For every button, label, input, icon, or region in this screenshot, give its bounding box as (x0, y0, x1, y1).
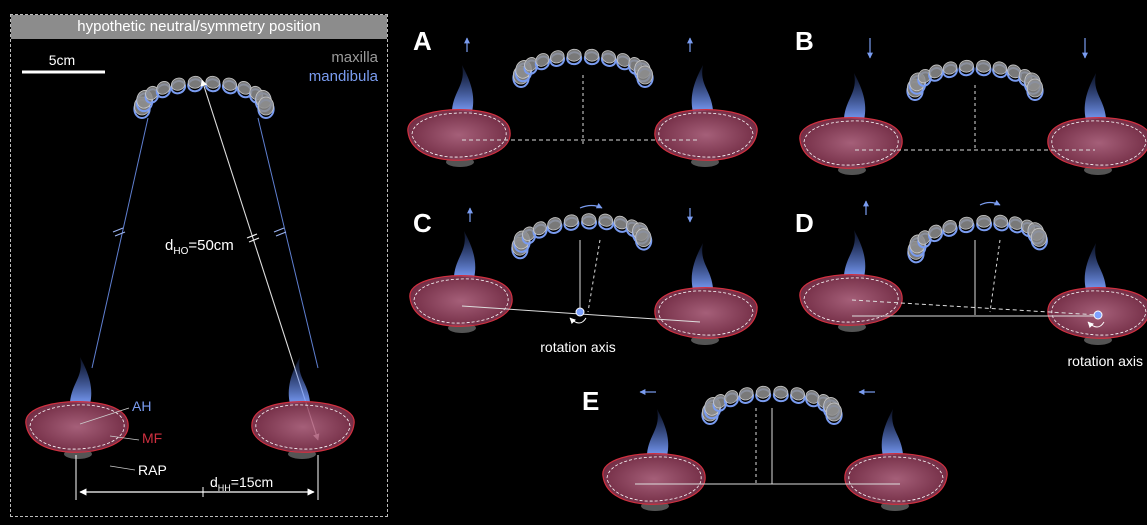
dental-arch-d (905, 208, 1048, 263)
articular-head (692, 243, 713, 290)
mandibular-fossa (655, 110, 757, 161)
articular-head (1085, 73, 1106, 120)
maxillary-tooth (566, 48, 582, 62)
label-mf: MF (142, 430, 162, 446)
mandibular-fossa (1048, 118, 1147, 169)
articular-head (1085, 243, 1106, 290)
panel-letter-c: C (413, 208, 432, 238)
panel-letter-e: E (582, 386, 599, 416)
maxillary-tooth (637, 66, 652, 84)
articular-head (289, 357, 310, 404)
connector-line-right (258, 118, 318, 368)
mandibular-fossa (26, 402, 128, 453)
mandibular-fossa (603, 454, 705, 505)
mandibular-fossa-right (252, 357, 354, 459)
maxillary-tooth (977, 215, 991, 227)
scale-bar: 5cm (22, 52, 105, 72)
connector-line-left (92, 118, 148, 368)
legend-maxilla: maxilla (331, 49, 378, 66)
maxillary-tooth (258, 97, 273, 115)
maxillary-tooth (187, 75, 203, 89)
articular-head (882, 409, 903, 456)
mandibular-fossa (655, 288, 757, 339)
label-ah: AH (132, 398, 151, 414)
mandibular-fossa (800, 275, 902, 326)
distance-hh-label: dHH=15cm (210, 474, 273, 493)
maxillary-tooth (826, 403, 841, 421)
maxillary-tooth (959, 59, 975, 73)
mandibular-fossa-left (26, 357, 128, 459)
articular-head (647, 409, 668, 456)
maxillary-tooth (1027, 79, 1042, 97)
mandibular-fossa (408, 110, 510, 161)
articular-head (844, 230, 865, 277)
maxillary-tooth (205, 75, 221, 89)
articular-head (454, 231, 475, 278)
mandibular-fossa (800, 118, 902, 169)
mandibular-fossa (410, 276, 512, 327)
dental-arch-c (510, 208, 652, 258)
distance-ho-label: dHO=50cm (165, 237, 234, 257)
panel-letter-d: D (795, 208, 814, 238)
rotation-axis-label-c: rotation axis (540, 339, 615, 355)
mandibular-fossa (845, 454, 947, 505)
maxillary-tooth (976, 59, 992, 73)
maxillary-tooth (584, 48, 600, 62)
articular-head (70, 357, 91, 404)
panel-letter-b: B (795, 26, 814, 56)
articular-head (692, 65, 713, 112)
legend-mandibula: mandibula (309, 68, 379, 85)
maxillary-tooth (755, 385, 771, 399)
rotation-axis-label-d: rotation axis (1068, 353, 1143, 369)
articular-head (844, 73, 865, 120)
label-rap: RAP (138, 462, 167, 478)
mandibular-fossa (252, 402, 354, 453)
dental-arch (134, 75, 273, 118)
maxillary-tooth (773, 385, 789, 399)
panel-letter-a: A (413, 26, 432, 56)
maxillary-tooth (581, 213, 596, 226)
articular-head (452, 65, 473, 112)
scale-label: 5cm (49, 52, 75, 68)
